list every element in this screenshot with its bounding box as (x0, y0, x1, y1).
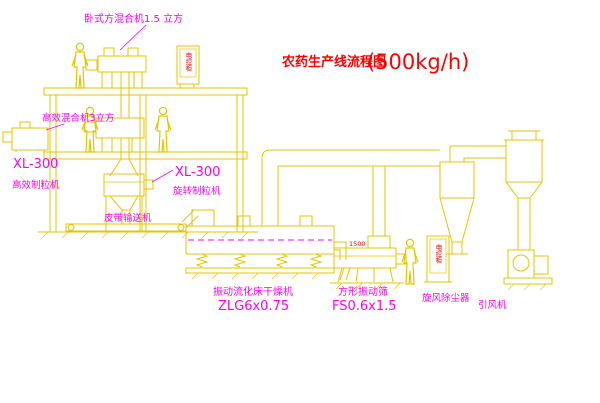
exhaust-stack (504, 130, 544, 250)
cabinet-lower-label: 电控柜 (434, 243, 442, 265)
induced-draft-fan (503, 249, 553, 291)
second-floor-mixer (84, 117, 145, 177)
sieve-name-label: 方形振动筛 (338, 285, 388, 298)
belt-conveyor-label: 皮带输送机 (104, 212, 152, 224)
control-cabinet-upper: 电控柜 (176, 45, 200, 88)
label-leader-lines (45, 24, 174, 183)
diagram-title: 农药生产线流程图 (281, 54, 386, 70)
fan-label: 引风机 (478, 299, 507, 311)
exhaust-duct (261, 149, 440, 236)
mixer-top-label: 卧式方混合机1.5 立方 (84, 12, 183, 25)
dryer-name-label: 振动流化床干燥机 (213, 285, 293, 298)
sieve-dimension-label: 1500 (349, 240, 366, 248)
cyclone-label: 旋风除尘器 (422, 292, 470, 304)
granulator-mid-model-label: XL-300 (175, 165, 220, 180)
granulator-mid-name-label: 旋转制粒机 (173, 185, 221, 197)
square-vibrating-sieve: 1500 (330, 235, 407, 290)
rotary-granulator (103, 173, 154, 231)
horizontal-mixer (85, 47, 147, 118)
fluid-bed-dryer (185, 209, 347, 280)
worker-figure-4 (401, 238, 419, 285)
mixer-mid-label: 高效混合机3立方 (42, 112, 115, 124)
sieve-model-label: FS0.6x1.5 (332, 299, 397, 314)
cyclone-separator (439, 145, 506, 255)
granulator-left-name-label: 高效制粒机 (12, 179, 60, 191)
diagram-title-capacity: (500kg/h) (367, 50, 469, 74)
cabinet-upper-label: 电控柜 (184, 51, 192, 73)
dryer-model-label: ZLG6x0.75 (218, 299, 289, 314)
high-efficiency-mixer (2, 121, 49, 152)
building-frame (38, 87, 258, 239)
control-cabinet-lower: 电控柜 (424, 235, 452, 283)
granulator-left-model-label: XL-300 (13, 157, 58, 172)
worker-figure-3 (154, 106, 172, 153)
